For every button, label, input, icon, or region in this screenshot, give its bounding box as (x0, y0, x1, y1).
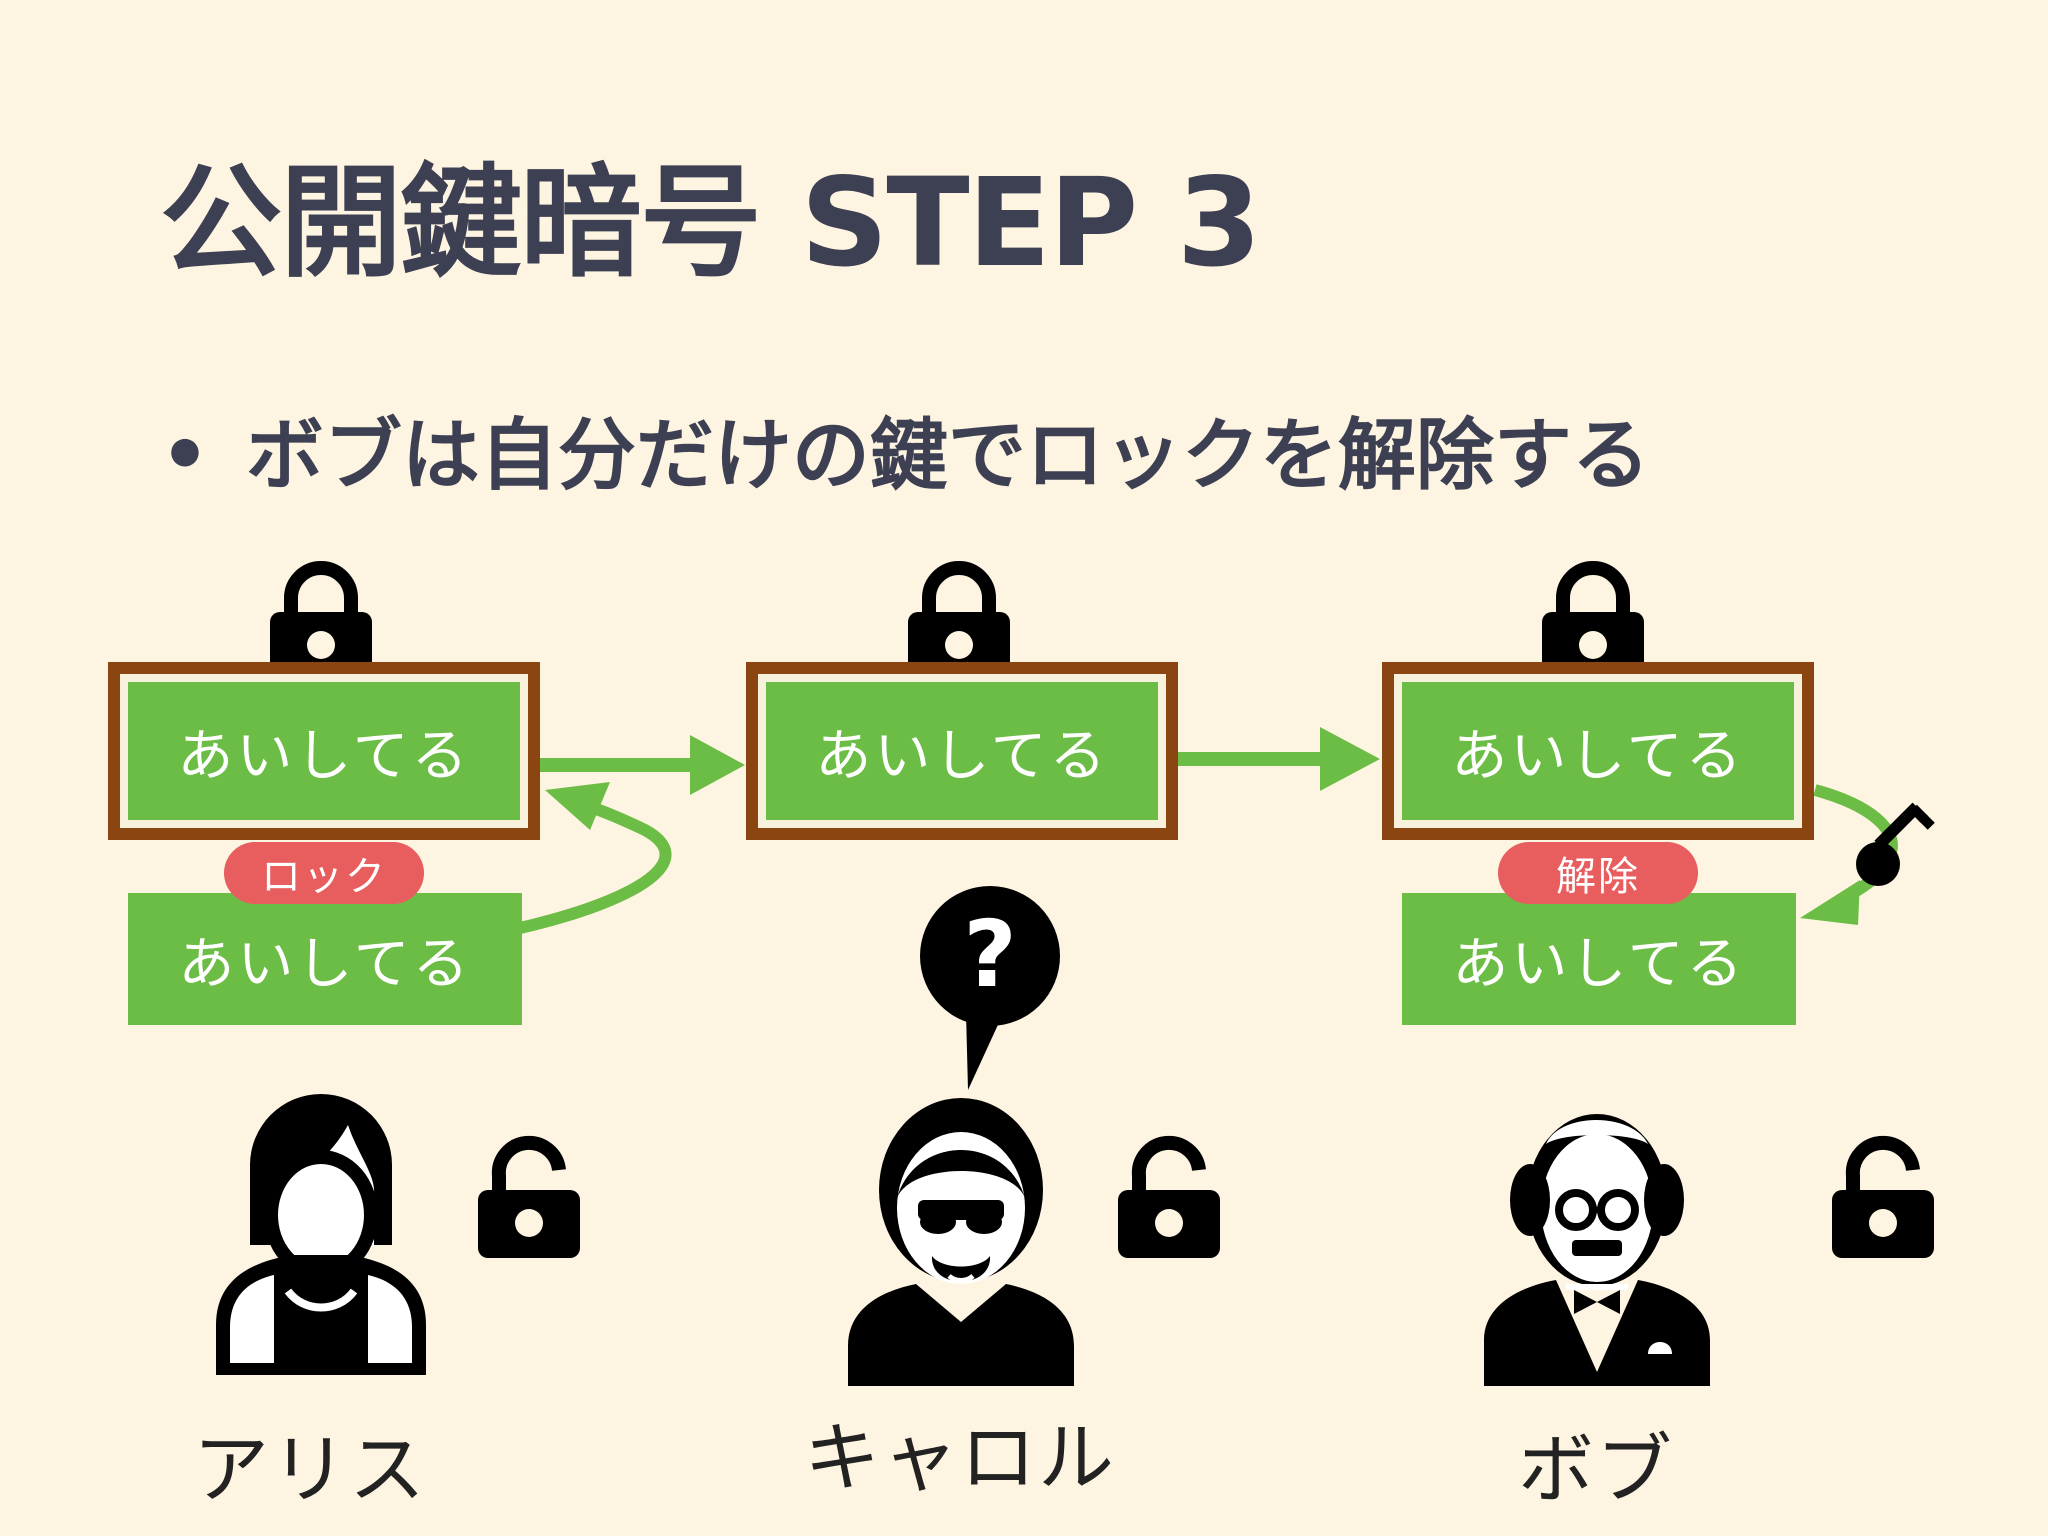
key-icon (1856, 802, 1935, 886)
slide-title: 公開鍵暗号 STEP 3 (160, 152, 1262, 294)
question-mark: ? (963, 901, 1016, 1008)
open-padlock-icon (478, 1135, 580, 1258)
bullet-marker: • (160, 411, 210, 501)
bullet-text: ボブは自分だけの鍵でロックを解除する (245, 411, 1650, 501)
person-name-alice: アリス (193, 1425, 427, 1514)
locked-message-box-bob: あいしてる (1382, 662, 1814, 840)
message-text: あいしてる (1402, 682, 1794, 820)
bob-avatar-icon (1484, 1114, 1710, 1386)
arrow-icon-2-to-3 (1178, 727, 1380, 791)
message-text: あいしてる (128, 682, 520, 820)
person-name-bob: ボブ (1518, 1425, 1674, 1514)
arrow-icon-1-to-2 (540, 735, 745, 795)
locked-message-box-alice: あいしてる (108, 662, 540, 840)
unlock-tag: 解除 (1498, 842, 1698, 904)
bullet-point: • ボブは自分だけの鍵でロックを解除する (160, 410, 1650, 504)
carol-avatar-icon (848, 1098, 1074, 1386)
person-name-carol: キャロル (804, 1413, 1116, 1502)
lock-loop-arrow-icon (518, 782, 672, 934)
plain-message-alice: あいしてる (128, 893, 522, 1025)
locked-message-box-carol: あいしてる (746, 662, 1178, 840)
plain-message-bob: あいしてる (1402, 893, 1796, 1025)
open-padlock-icon (1118, 1135, 1220, 1258)
alice-avatar-icon (216, 1094, 426, 1375)
question-bubble-icon: ? (920, 886, 1060, 1090)
open-padlock-icon (1832, 1135, 1934, 1258)
lock-tag: ロック (224, 842, 424, 904)
message-text: あいしてる (766, 682, 1158, 820)
